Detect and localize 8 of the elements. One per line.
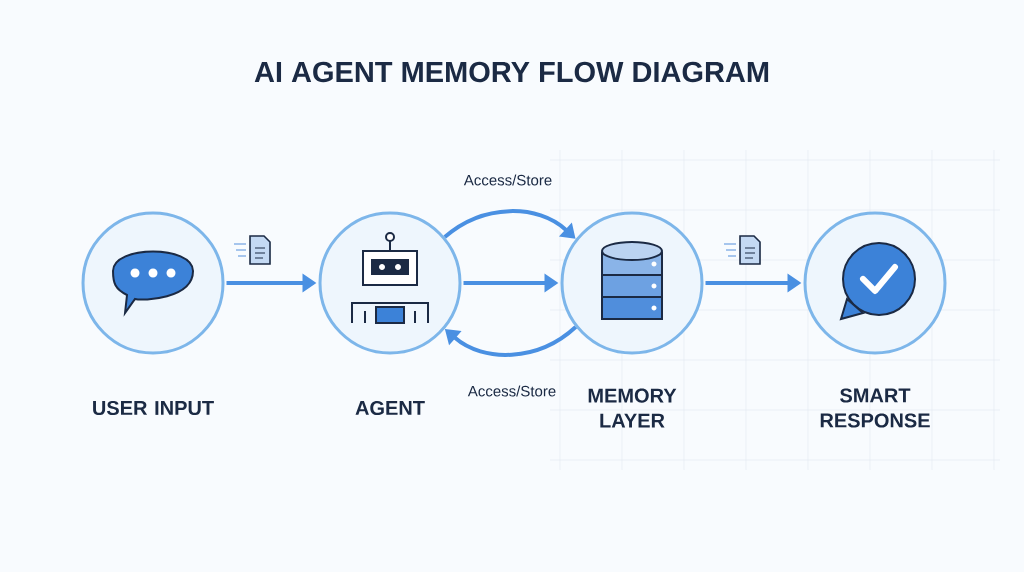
edge-label: Access/Store (461, 172, 555, 188)
node-label: SMART RESPONSE (820, 388, 930, 428)
node-label: MEMORY LAYER (588, 388, 677, 428)
edge-label: Access/Store (465, 383, 559, 399)
node-label: USER INPUT (93, 400, 214, 416)
title: AI AGENT MEMORY FLOW DIAGRAM (254, 61, 769, 83)
arrow (443, 209, 576, 239)
node-label: AGENT (355, 400, 425, 416)
